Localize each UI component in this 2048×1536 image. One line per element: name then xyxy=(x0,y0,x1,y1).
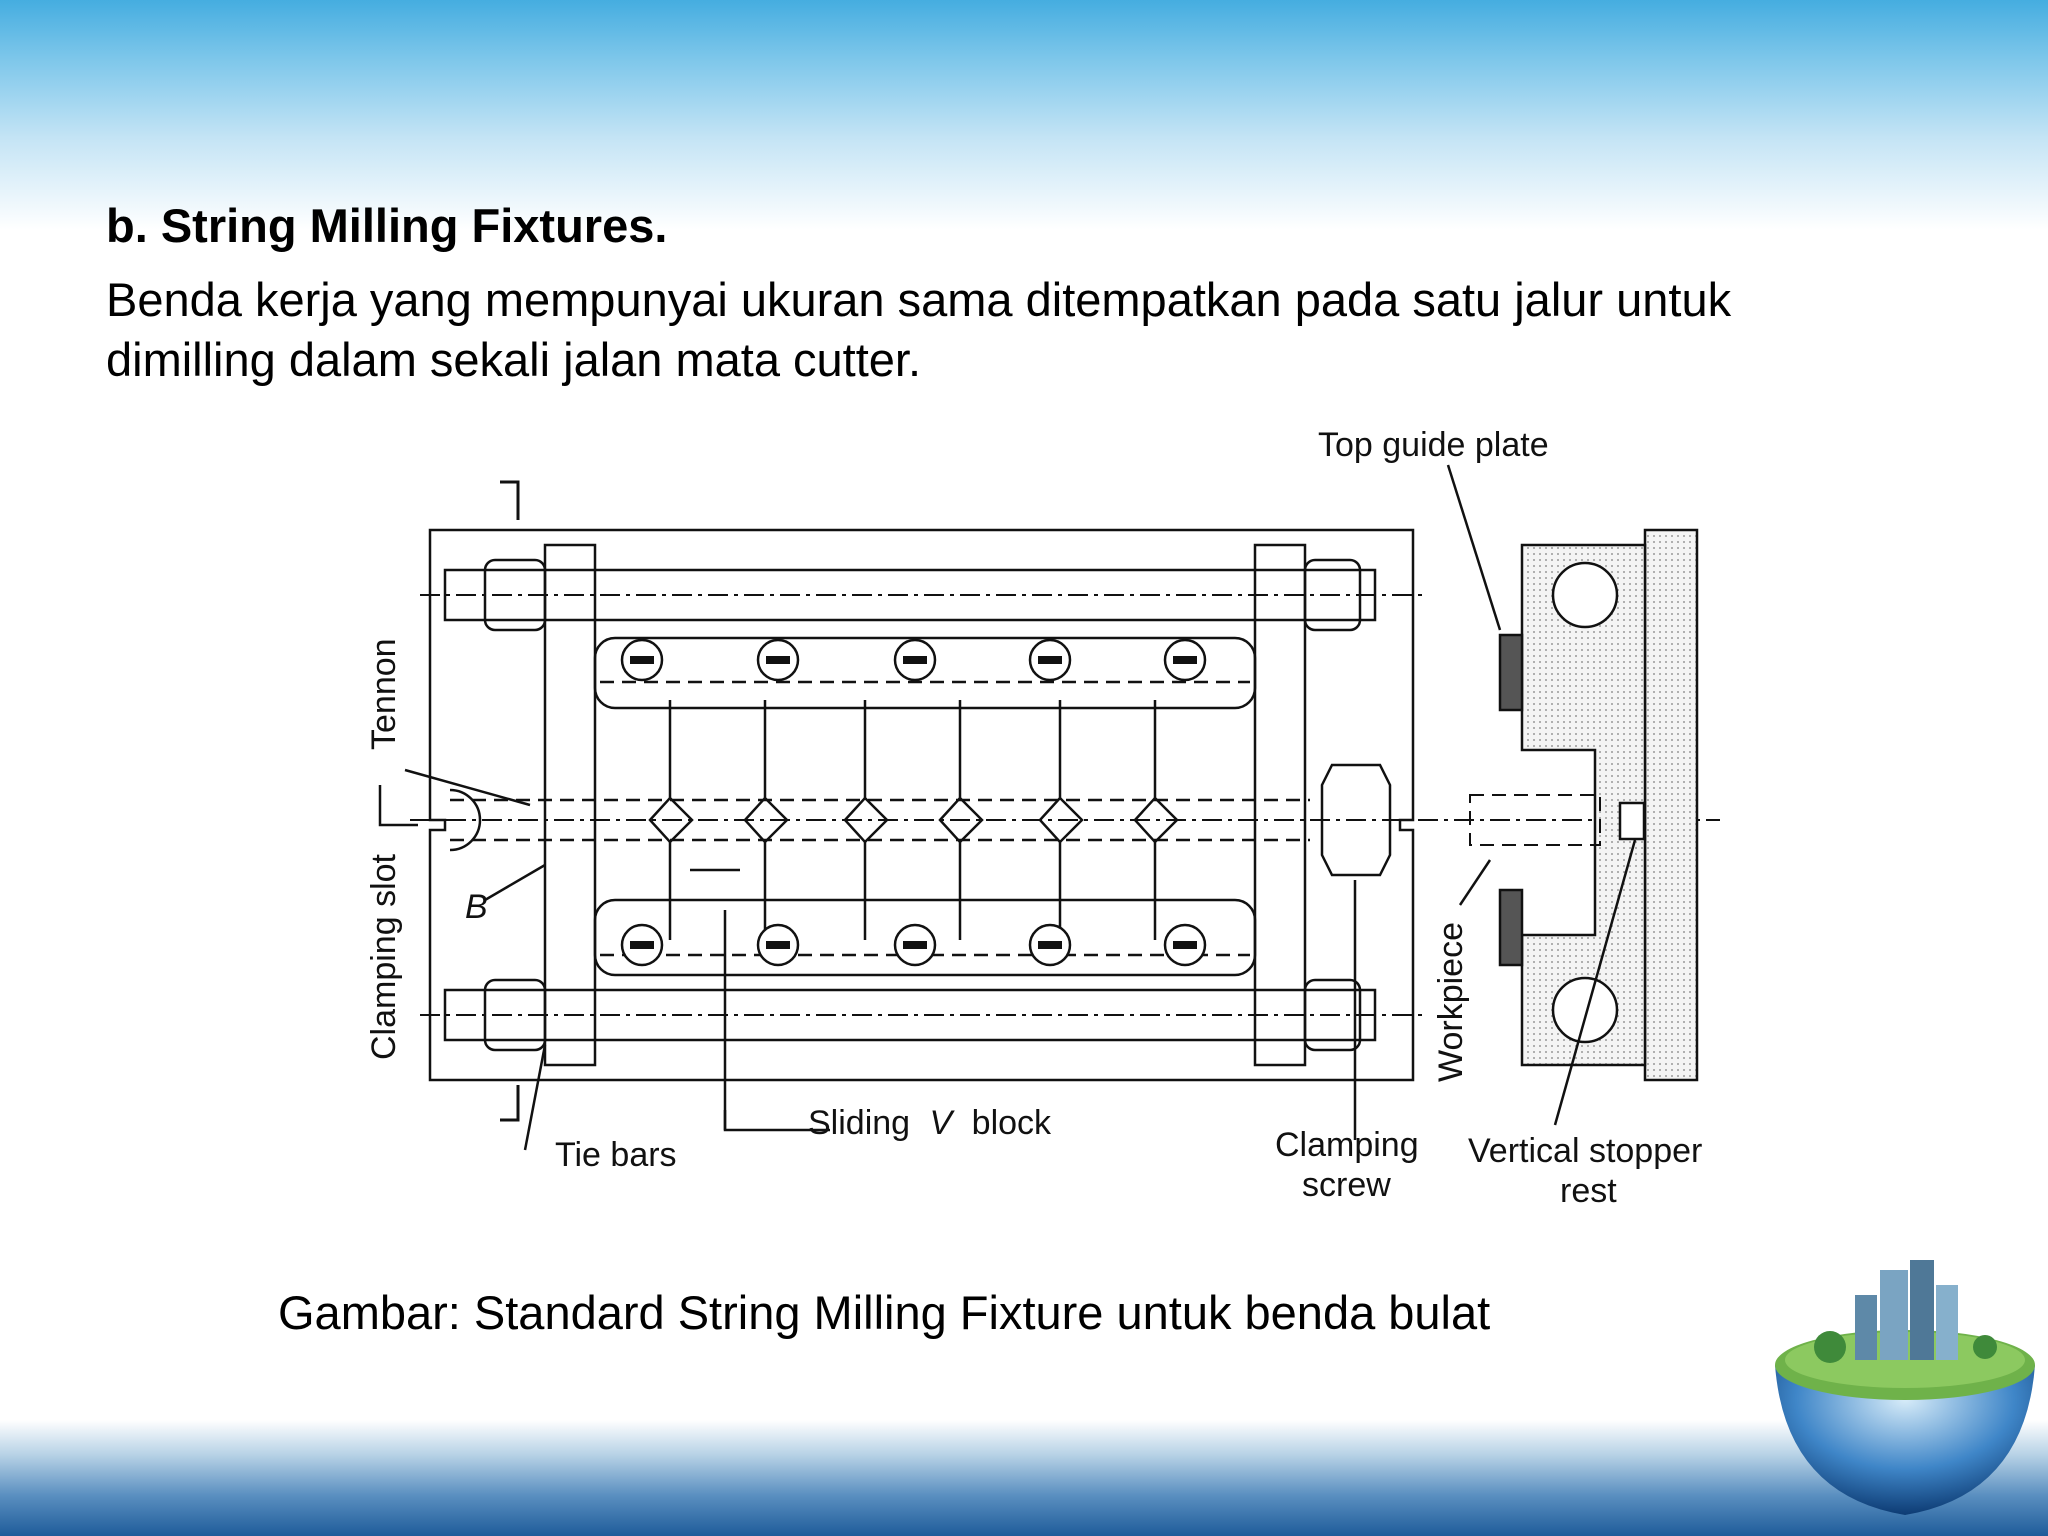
top-tie-bar xyxy=(443,568,1377,622)
tennon xyxy=(449,788,482,852)
right-end-plate xyxy=(1253,543,1307,1067)
label-sliding-v-block: Sliding V block xyxy=(808,1104,1052,1142)
clamping-screw-head xyxy=(1320,763,1392,877)
label-clamping-screw-line-2: screw xyxy=(1302,1166,1391,1204)
lower-guide-plate xyxy=(593,898,1257,977)
side-view-back-plate xyxy=(1643,528,1699,1082)
slide-body-text: Benda kerja yang mempunyai ukuran sama d… xyxy=(106,270,2006,390)
left-end-plate xyxy=(543,543,597,1067)
base-plate-outline xyxy=(428,528,1415,1082)
label-workpiece: Workpiece xyxy=(1432,922,1470,1082)
v-block xyxy=(1038,796,1084,844)
label-sliding: Sliding xyxy=(808,1104,910,1142)
lower-guide-plate-hatch xyxy=(1498,888,1524,967)
v-block xyxy=(648,796,694,844)
header-gradient-band xyxy=(0,0,2048,230)
figure-caption: Gambar: Standard String Milling Fixture … xyxy=(278,1286,1491,1339)
string-milling-fixture-diagram: Top guide plate Tennon Clamping slot B T… xyxy=(350,420,1730,1220)
top-guide-plate-hatch xyxy=(1498,633,1524,712)
bottom-tie-bar xyxy=(443,988,1377,1042)
label-b-marker: B xyxy=(465,888,488,926)
v-block xyxy=(938,796,984,844)
v-block xyxy=(743,796,789,844)
label-tennon: Tennon xyxy=(365,638,403,750)
v-block xyxy=(1133,796,1179,844)
v-block xyxy=(843,796,889,844)
slide-heading: b. String Milling Fixtures. xyxy=(106,199,668,252)
label-vertical-stopper-line-1: Vertical stopper xyxy=(1468,1132,1702,1170)
label-tie-bars: Tie bars xyxy=(555,1136,677,1174)
body-line-2: dimilling dalam sekali jalan mata cutter… xyxy=(106,333,922,386)
label-top-guide-plate: Top guide plate xyxy=(1318,426,1549,464)
label-clamping-screw-line-1: Clamping xyxy=(1275,1126,1419,1164)
footer-gradient-band xyxy=(0,1420,2048,1536)
upper-guide-plate xyxy=(593,636,1257,710)
label-block: block xyxy=(972,1104,1052,1142)
label-clamping-slot: Clamping slot xyxy=(365,853,403,1060)
label-v: V xyxy=(930,1104,956,1142)
body-line-1: Benda kerja yang mempunyai ukuran sama d… xyxy=(106,273,1732,326)
vertical-stopper-block xyxy=(1618,801,1646,841)
city-globe-logo-icon xyxy=(1770,1255,2040,1525)
label-vertical-stopper-line-2: rest xyxy=(1560,1172,1617,1210)
